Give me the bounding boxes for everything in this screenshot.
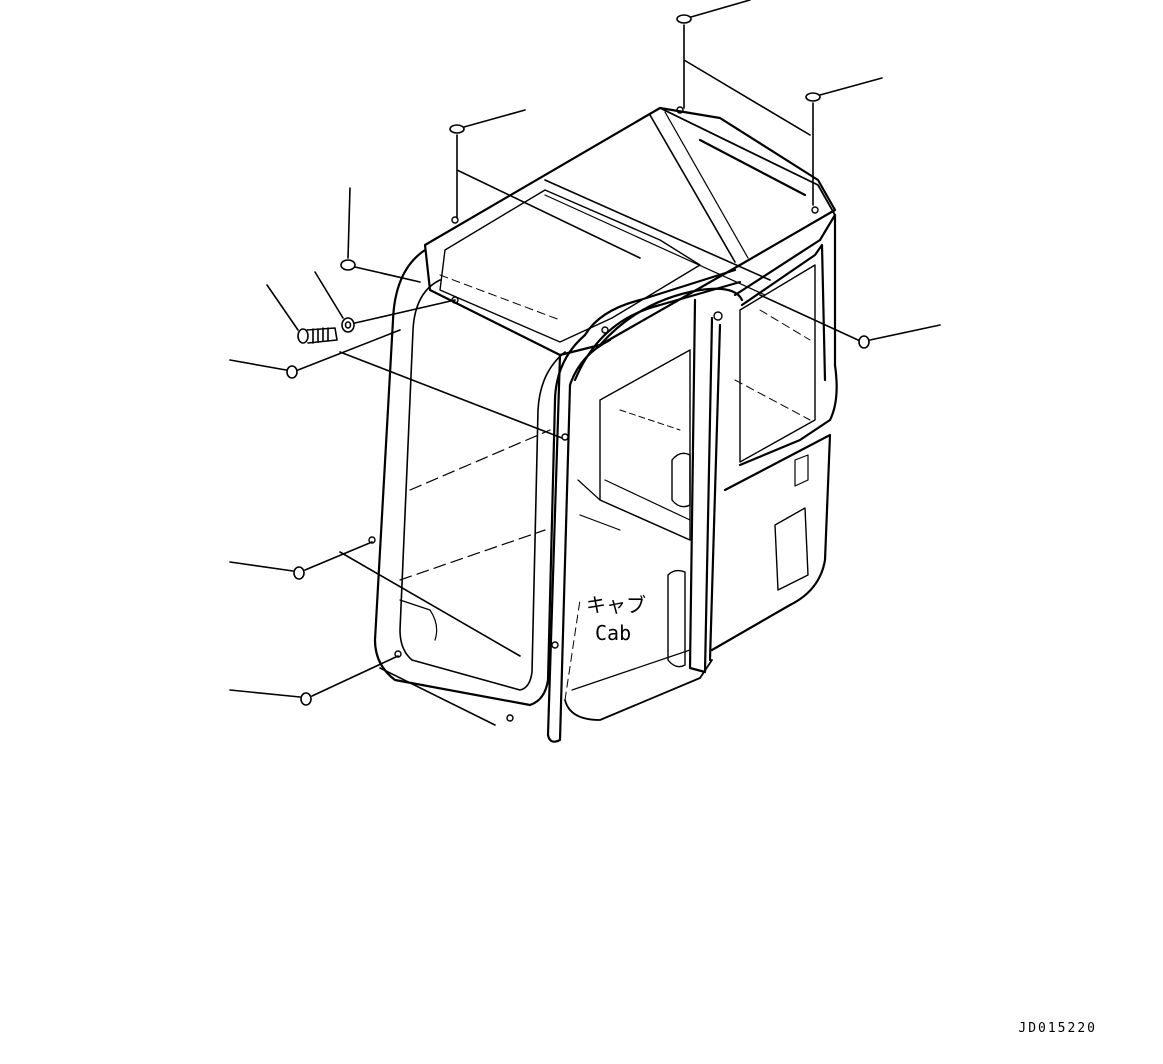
fasteners <box>229 0 941 726</box>
cab-callout: キャブ Cab <box>586 593 646 645</box>
plug-part <box>300 692 312 706</box>
document-code: JD015220 <box>1018 1021 1097 1036</box>
cab-label-jp: キャブ <box>586 593 646 617</box>
cab-label-en: Cab <box>595 621 631 645</box>
grommet-part <box>340 259 356 271</box>
frame-holes <box>368 106 819 722</box>
plug-part <box>293 566 305 580</box>
washer-part <box>341 317 355 333</box>
plug-part <box>676 14 692 24</box>
plug-part <box>858 335 870 349</box>
plug-part <box>449 124 465 134</box>
plug-part <box>805 92 821 102</box>
bolt-part <box>297 327 338 344</box>
plug-part <box>286 365 298 379</box>
cab-frame <box>373 106 838 743</box>
